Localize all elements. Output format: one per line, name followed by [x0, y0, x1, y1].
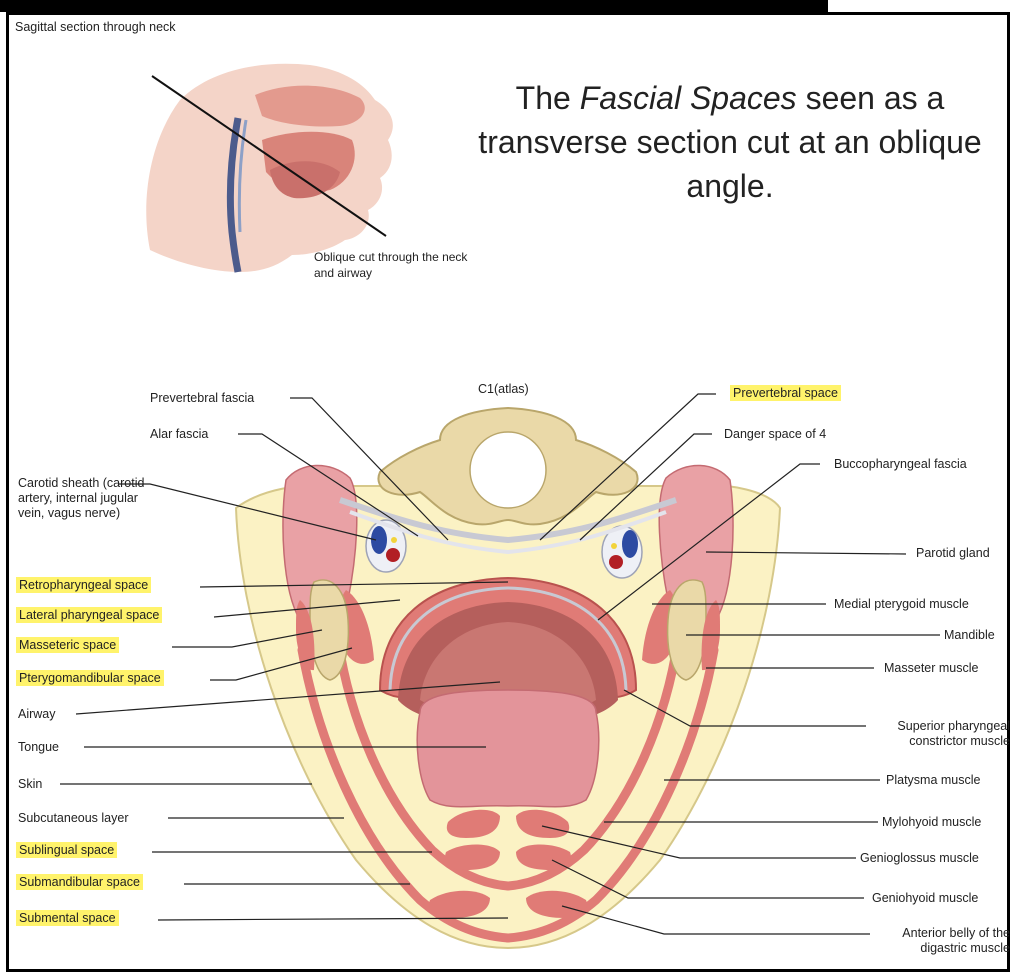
title-pre: The	[516, 80, 580, 116]
label-superior-constrictor: Superior pharyngeal constrictor muscle	[870, 719, 1010, 749]
label-subcutaneous-layer: Subcutaneous layer	[18, 811, 129, 826]
label-submental-space: Submental space	[16, 910, 119, 926]
label-prevertebral-fascia: Prevertebral fascia	[150, 391, 254, 406]
label-prevertebral-space: Prevertebral space	[730, 385, 841, 401]
sagittal-caption: Sagittal section through neck	[15, 20, 176, 34]
label-airway: Airway	[18, 707, 56, 722]
label-lateral-pharyngeal-space: Lateral pharyngeal space	[16, 607, 162, 623]
label-sublingual-space: Sublingual space	[16, 842, 117, 858]
label-masseteric-space: Masseteric space	[16, 637, 119, 653]
label-parotid-gland: Parotid gland	[916, 546, 990, 561]
transverse-section	[236, 408, 780, 948]
label-genioglossus-muscle: Genioglossus muscle	[860, 851, 979, 866]
label-mandible: Mandible	[944, 628, 995, 643]
label-masseter-muscle: Masseter muscle	[884, 661, 978, 676]
label-medial-pterygoid-muscle: Medial pterygoid muscle	[834, 597, 969, 612]
label-mylohyoid-muscle: Mylohyoid muscle	[882, 815, 981, 830]
label-platysma-muscle: Platysma muscle	[886, 773, 980, 788]
oblique-cut-label: Oblique cut through the neck and airway	[314, 249, 474, 281]
label-retropharyngeal-space: Retropharyngeal space	[16, 577, 151, 593]
label-anterior-digastric: Anterior belly of the digastric muscle	[870, 926, 1010, 956]
label-pterygomandibular-space: Pterygomandibular space	[16, 670, 164, 686]
label-tongue: Tongue	[18, 740, 59, 755]
label-buccopharyngeal-fascia: Buccopharyngeal fascia	[834, 457, 967, 472]
label-alar-fascia: Alar fascia	[150, 427, 208, 442]
label-danger-space: Danger space of 4	[724, 427, 826, 442]
label-skin: Skin	[18, 777, 42, 792]
label-c1-atlas: C1(atlas)	[478, 382, 529, 397]
vertebral-foramen	[470, 432, 546, 508]
label-submandibular-space: Submandibular space	[16, 874, 143, 890]
tongue-section	[417, 690, 599, 807]
title-emphasis: Fascial Spaces	[580, 80, 797, 116]
sagittal-head-illustration	[146, 64, 393, 272]
label-carotid-sheath: Carotid sheath (carotid artery, internal…	[18, 476, 148, 521]
page-title: The Fascial Spaces seen as a transverse …	[470, 76, 990, 208]
label-geniohyoid-muscle: Geniohyoid muscle	[872, 891, 978, 906]
